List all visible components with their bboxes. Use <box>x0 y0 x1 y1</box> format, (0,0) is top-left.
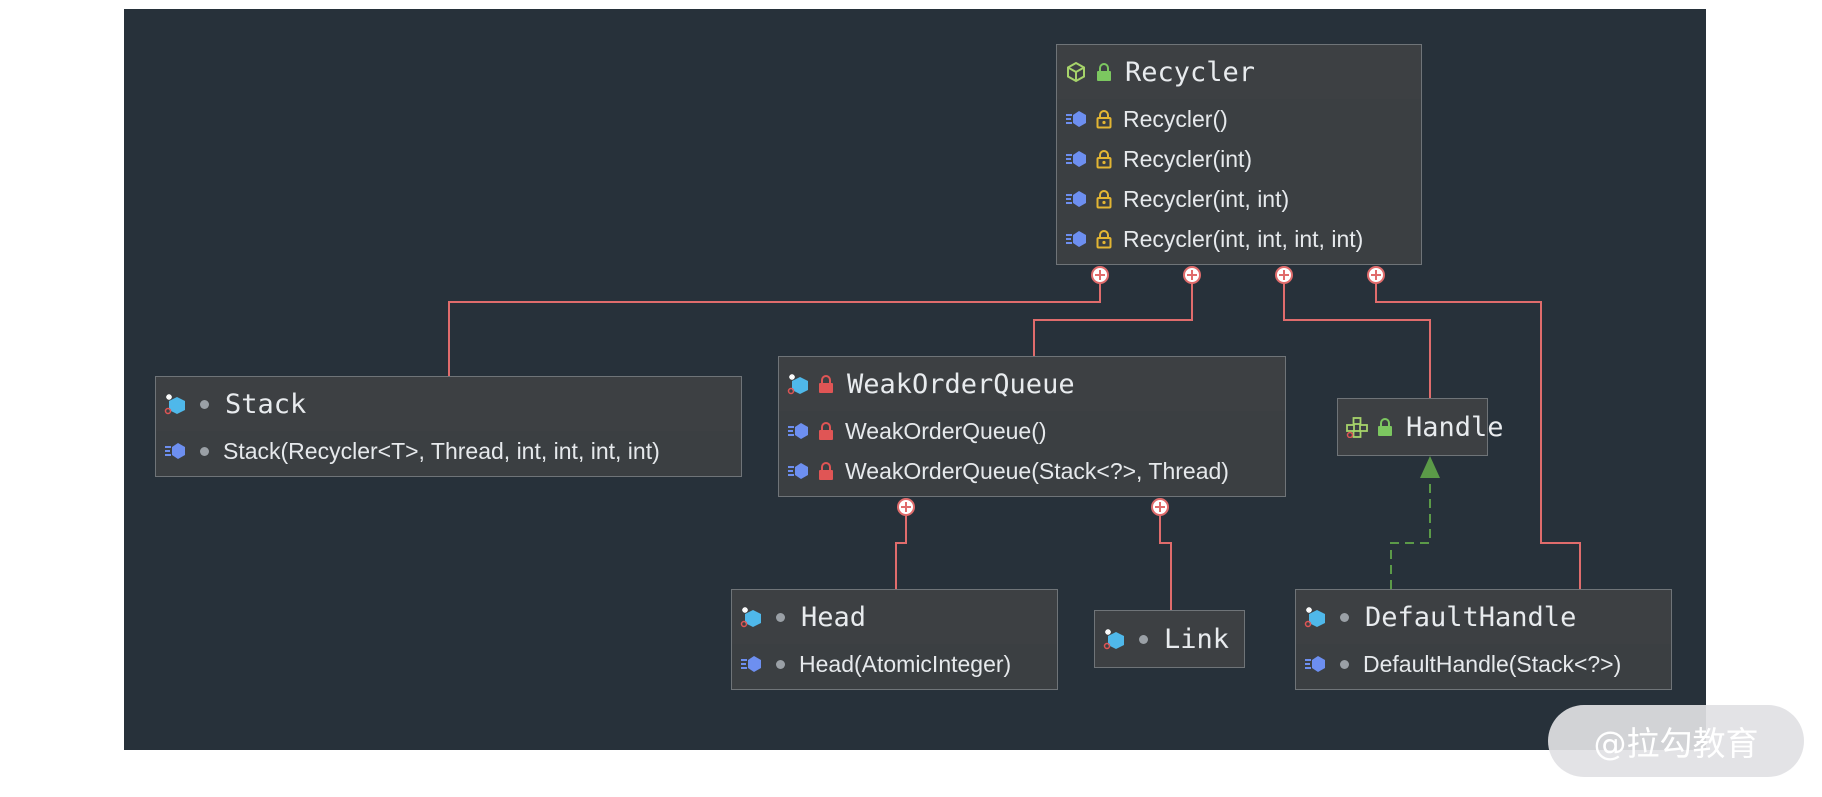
package-private-dot <box>200 446 209 456</box>
node-head[interactable]: Head Head(AtomicInteger) <box>731 589 1058 690</box>
member-row[interactable]: Stack(Recycler<T>, Thread, int, int, int… <box>156 431 741 471</box>
lock-icon <box>1095 229 1113 249</box>
lock-icon <box>1095 189 1113 209</box>
private-lock-icon <box>817 461 835 481</box>
member-row[interactable]: Recycler() <box>1057 99 1421 139</box>
method-icon <box>164 440 186 462</box>
node-header: Recycler <box>1057 45 1421 99</box>
method-icon <box>787 420 809 442</box>
private-lock-icon <box>817 374 835 394</box>
class-icon <box>1103 628 1125 650</box>
constructor-label: Recycler(int, int) <box>1123 185 1290 212</box>
method-icon <box>1065 148 1087 170</box>
lock-icon <box>1095 149 1113 169</box>
node-defaulthandle[interactable]: DefaultHandle DefaultHandle(Stack<?>) <box>1295 589 1672 690</box>
member-row[interactable]: Recycler(int, int) <box>1057 179 1421 219</box>
constructor-label: Recycler() <box>1123 105 1228 132</box>
package-private-dot <box>776 612 785 622</box>
node-header: DefaultHandle <box>1296 590 1671 644</box>
constructor-label: Recycler(int, int, int, int) <box>1123 225 1364 252</box>
member-row[interactable]: WeakOrderQueue(Stack<?>, Thread) <box>779 451 1285 491</box>
node-stack[interactable]: Stack Stack(Recycler<T>, Thread, int, in… <box>155 376 742 477</box>
node-header: Stack <box>156 377 741 431</box>
member-row[interactable]: Recycler(int) <box>1057 139 1421 179</box>
public-lock-icon <box>1376 417 1394 437</box>
node-title: Link <box>1164 623 1230 655</box>
constructor-label: Stack(Recycler<T>, Thread, int, int, int… <box>223 437 660 464</box>
node-handle[interactable]: Handle <box>1337 398 1504 456</box>
public-lock-icon <box>1095 62 1113 82</box>
method-icon <box>1065 188 1087 210</box>
member-row[interactable]: DefaultHandle(Stack<?>) <box>1296 644 1671 684</box>
node-title: WeakOrderQueue <box>847 368 1075 400</box>
package-private-dot <box>1139 634 1148 644</box>
member-row[interactable]: Head(AtomicInteger) <box>732 644 1057 684</box>
node-title: Head <box>801 601 867 633</box>
class-icon <box>787 373 809 395</box>
class-icon <box>1304 606 1326 628</box>
class-icon <box>740 606 762 628</box>
node-title: Recycler <box>1125 56 1256 88</box>
node-weakorderqueue[interactable]: WeakOrderQueue WeakOrderQueue() WeakOrde… <box>778 356 1286 497</box>
node-recycler[interactable]: Recycler Recycler() Recycler(int) Recycl… <box>1056 44 1422 265</box>
package-private-dot <box>1340 612 1349 622</box>
method-icon <box>1304 653 1326 675</box>
node-title: DefaultHandle <box>1365 601 1577 633</box>
constructor-label: Head(AtomicInteger) <box>799 650 1012 677</box>
member-row[interactable]: Recycler(int, int, int, int) <box>1057 219 1421 259</box>
node-link[interactable]: Link <box>1094 610 1245 668</box>
interface-icon <box>1346 416 1368 438</box>
node-title: Stack <box>225 388 307 420</box>
method-icon <box>1065 108 1087 130</box>
node-header: WeakOrderQueue <box>779 357 1285 411</box>
class-icon <box>164 393 186 415</box>
constructor-label: Recycler(int) <box>1123 145 1253 172</box>
watermark: @拉勾教育 <box>1548 705 1804 777</box>
constructor-label: DefaultHandle(Stack<?>) <box>1363 650 1622 677</box>
member-row[interactable]: WeakOrderQueue() <box>779 411 1285 451</box>
package-private-dot <box>776 659 785 669</box>
private-lock-icon <box>817 421 835 441</box>
node-header: Handle <box>1338 399 1504 455</box>
abstract-class-icon <box>1065 61 1087 83</box>
method-icon <box>787 460 809 482</box>
package-private-dot <box>200 399 209 409</box>
constructor-label: WeakOrderQueue(Stack<?>, Thread) <box>845 457 1229 484</box>
constructor-label: WeakOrderQueue() <box>845 417 1047 444</box>
package-private-dot <box>1340 659 1349 669</box>
method-icon <box>1065 228 1087 250</box>
lock-icon <box>1095 109 1113 129</box>
node-title: Handle <box>1406 411 1504 443</box>
method-icon <box>740 653 762 675</box>
node-header: Link <box>1095 611 1244 667</box>
node-header: Head <box>732 590 1057 644</box>
